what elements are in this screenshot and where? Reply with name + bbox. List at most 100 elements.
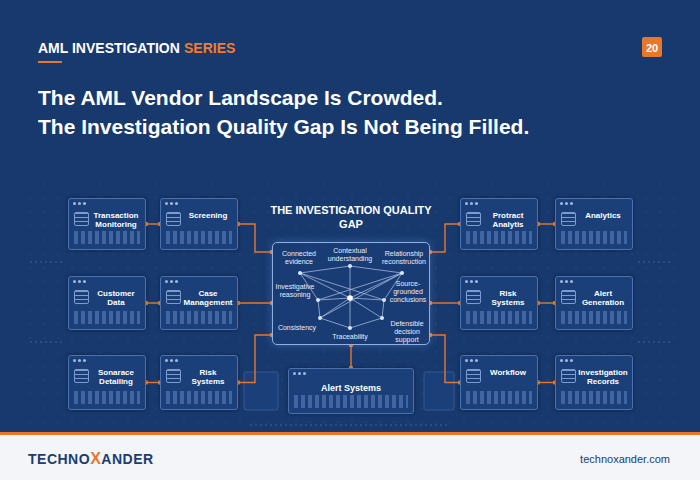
connector-line bbox=[238, 302, 272, 303]
mini-chart bbox=[166, 311, 232, 324]
panel-icon bbox=[74, 369, 89, 383]
network-spoke bbox=[300, 273, 350, 298]
connector bbox=[536, 222, 557, 226]
panel-icon bbox=[466, 212, 481, 226]
connector-line bbox=[238, 335, 272, 383]
system-panel: Alert Generation bbox=[555, 276, 633, 330]
faint-line bbox=[250, 425, 450, 426]
panel-icon bbox=[561, 290, 576, 304]
network-spoke bbox=[350, 298, 382, 318]
faint-line bbox=[638, 262, 672, 263]
panel-icon bbox=[166, 369, 181, 383]
window-dots bbox=[73, 202, 76, 205]
dot-grid bbox=[20, 180, 680, 425]
panel-icon bbox=[466, 290, 481, 304]
panel-label: Alert Generation bbox=[577, 289, 629, 307]
window-dots bbox=[165, 359, 168, 362]
window-dots bbox=[293, 372, 296, 375]
panel-icon bbox=[74, 290, 89, 304]
connector-line bbox=[430, 224, 460, 252]
window-dots bbox=[560, 359, 563, 362]
connector bbox=[236, 333, 274, 385]
gap-heading: THE INVESTIGATION QUALITY GAP bbox=[263, 203, 439, 231]
connector bbox=[349, 343, 353, 370]
title-line: The AML Vendor Landscape Is Crowded. bbox=[38, 83, 678, 112]
panel-icon bbox=[561, 212, 576, 226]
system-panel: Protract Analytis bbox=[460, 198, 538, 250]
network-hub bbox=[347, 295, 353, 301]
system-panel: Workflow bbox=[460, 355, 538, 410]
mini-chart bbox=[466, 311, 532, 324]
system-panel: Customer Data bbox=[68, 276, 146, 330]
network-spoke bbox=[318, 298, 350, 300]
panel-label: Protract Analytis bbox=[482, 211, 534, 229]
system-panel: Transaction Monitoring bbox=[68, 198, 146, 250]
window-dots bbox=[73, 280, 76, 283]
mini-chart bbox=[74, 231, 140, 244]
header-underline bbox=[38, 61, 62, 63]
panel-icon bbox=[466, 369, 481, 383]
connector-line bbox=[538, 382, 555, 383]
system-panel: Alert Systems bbox=[288, 368, 414, 414]
window-dots bbox=[465, 280, 468, 283]
faint-line bbox=[638, 342, 672, 343]
panel-icon bbox=[166, 290, 181, 304]
system-panel: Analytics bbox=[555, 198, 633, 250]
network-dot bbox=[400, 271, 404, 275]
connector bbox=[428, 301, 462, 305]
system-panel: Case Management bbox=[160, 276, 238, 330]
network-spoke bbox=[350, 266, 351, 298]
system-panel: Investigation Records bbox=[555, 355, 633, 410]
mini-chart bbox=[561, 391, 627, 404]
panel-label: Case Management bbox=[182, 289, 234, 307]
system-panel: Risk Systems bbox=[160, 355, 238, 410]
panel-icon bbox=[74, 212, 89, 226]
window-dots bbox=[560, 202, 563, 205]
connector bbox=[536, 301, 557, 305]
network-ring bbox=[300, 266, 402, 328]
panel-label: Investigation Records bbox=[577, 368, 629, 386]
mini-chart bbox=[74, 391, 140, 404]
logo-part: TECHNO bbox=[28, 451, 90, 467]
window-dots bbox=[465, 359, 468, 362]
connector-line bbox=[538, 302, 555, 303]
mini-chart bbox=[294, 395, 408, 408]
connector-line bbox=[350, 345, 351, 368]
page-number-box bbox=[642, 37, 662, 57]
connector-line bbox=[430, 335, 460, 383]
logo-part: X bbox=[90, 450, 101, 467]
connector bbox=[236, 222, 274, 254]
header-text: AML INVESTIGATION bbox=[38, 40, 180, 57]
panel-label: Sonarace Detailing bbox=[90, 368, 142, 386]
mini-chart bbox=[561, 311, 627, 324]
connector-line bbox=[238, 224, 272, 252]
network-chord bbox=[300, 273, 384, 300]
network-dot bbox=[298, 271, 302, 275]
footer-band bbox=[0, 435, 700, 480]
network-spoke bbox=[350, 298, 384, 300]
panel-label: Transaction Monitoring bbox=[90, 211, 142, 229]
network-dot bbox=[348, 264, 352, 268]
network-dots bbox=[298, 264, 404, 330]
panel-icon bbox=[166, 212, 181, 226]
network-chord bbox=[318, 273, 402, 300]
connector bbox=[428, 222, 462, 254]
header-text: technoxander.com bbox=[580, 452, 670, 466]
page-title: The AML Vendor Landscape Is Crowded. The… bbox=[38, 83, 678, 141]
connector bbox=[236, 301, 274, 305]
gap-box: THE INVESTIGATION QUALITY GAP bbox=[272, 242, 430, 345]
panel-label: Analytics bbox=[577, 211, 629, 220]
network-dot bbox=[382, 298, 386, 302]
network-chord bbox=[320, 273, 402, 318]
panel-label: Risk Systems bbox=[482, 289, 534, 307]
network-spoke bbox=[350, 298, 351, 328]
faint-panel bbox=[424, 372, 454, 410]
connector bbox=[536, 380, 557, 384]
brand-logo: TECHNOXANDER bbox=[28, 450, 154, 468]
network-dot bbox=[380, 316, 384, 320]
faint-line bbox=[30, 342, 64, 343]
faint-panel bbox=[244, 372, 278, 410]
